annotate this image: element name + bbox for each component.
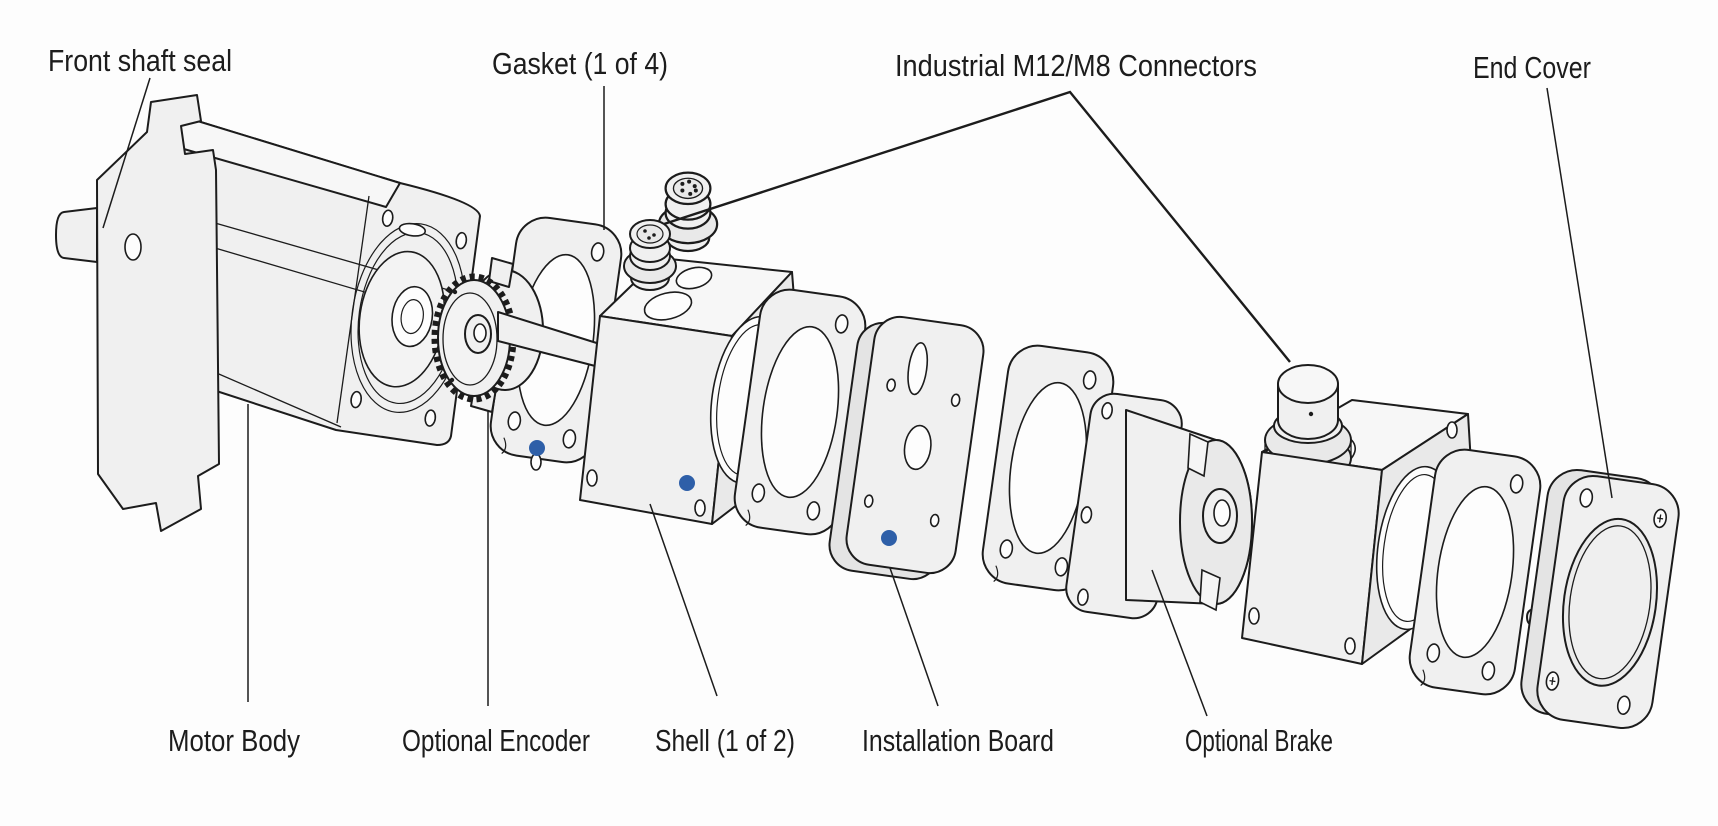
end-cover-part — [1520, 469, 1680, 729]
encoder-part — [431, 257, 544, 413]
shell-2-part — [1241, 364, 1479, 665]
labels: Front shaft seal Gasket (1 of 4) Industr… — [48, 43, 1591, 758]
blue-screw-marker — [881, 530, 897, 546]
label-shell: Shell (1 of 2) — [655, 723, 795, 758]
brake-part — [1065, 392, 1253, 620]
label-gasket: Gasket (1 of 4) — [492, 46, 668, 81]
front-flange — [96, 94, 220, 532]
leader-installation-board — [889, 567, 939, 707]
flange-bolt-hole — [124, 233, 142, 261]
m8-connector — [623, 219, 677, 291]
label-optional-brake: Optional Brake — [1185, 723, 1333, 758]
label-motor-body: Motor Body — [168, 723, 300, 758]
front-shaft — [55, 207, 98, 263]
motor-body-part — [55, 94, 481, 532]
label-installation-board: Installation Board — [862, 723, 1054, 758]
label-end-cover: End Cover — [1473, 50, 1591, 85]
leader-optional-brake — [1151, 569, 1208, 717]
label-front-shaft-seal: Front shaft seal — [48, 43, 232, 78]
blue-screw-marker — [529, 440, 545, 456]
leader-connectors — [663, 90, 1291, 363]
screw-markers — [529, 440, 897, 546]
installation-board-part — [828, 315, 985, 581]
label-connectors: Industrial M12/M8 Connectors — [895, 48, 1257, 83]
leader-end-cover — [1546, 87, 1613, 499]
rear-flange-face — [350, 209, 468, 427]
label-optional-encoder: Optional Encoder — [402, 723, 590, 758]
leader-front-shaft-seal — [102, 77, 151, 229]
leader-lines — [102, 77, 1613, 717]
blue-screw-marker — [679, 475, 695, 491]
leader-shell — [649, 503, 718, 697]
